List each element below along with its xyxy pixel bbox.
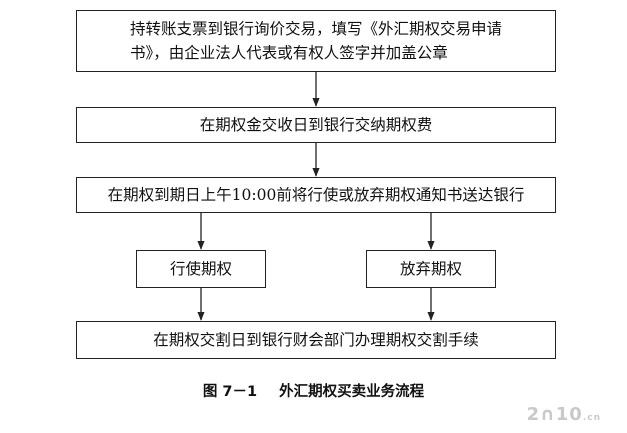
abandon-option-box: 放弃期权 <box>366 250 496 288</box>
step-3-text: 在期权到期日上午10:00前将行使或放弃期权通知书送达银行 <box>107 185 525 204</box>
step-1-text-line-1: 持转账支票到银行询价交易，填写《外汇期权交易申请 <box>129 19 502 38</box>
abandon-option-text: 放弃期权 <box>399 259 462 278</box>
figure-title: 外汇期权买卖业务流程 <box>279 384 425 400</box>
step-1-text-line-2: 书》，由企业法人代表或有权人签字并加盖公章 <box>129 44 448 62</box>
step-2-box: 在期权金交收日到银行交纳期权费 <box>76 107 556 143</box>
watermark-logo: 2∩10.cn <box>527 404 601 425</box>
exercise-option-box: 行使期权 <box>136 250 266 288</box>
watermark-text: 2∩10 <box>526 404 583 425</box>
figure-caption: 图 7－1 外汇期权买卖业务流程 <box>0 380 627 401</box>
step-5-box: 在期权交割日到银行财会部门办理期权交割手续 <box>76 321 556 359</box>
step-5-text: 在期权交割日到银行财会部门办理期权交割手续 <box>153 330 479 349</box>
figure-number: 图 7－1 <box>202 384 258 400</box>
step-2-text: 在期权金交收日到银行交纳期权费 <box>199 115 433 134</box>
exercise-option-text: 行使期权 <box>169 259 232 278</box>
step-3-box: 在期权到期日上午10:00前将行使或放弃期权通知书送达银行 <box>76 177 556 213</box>
watermark-suffix: .cn <box>582 413 601 423</box>
step-1-box: 持转账支票到银行询价交易，填写《外汇期权交易申请 书》，由企业法人代表或有权人签… <box>76 10 556 72</box>
